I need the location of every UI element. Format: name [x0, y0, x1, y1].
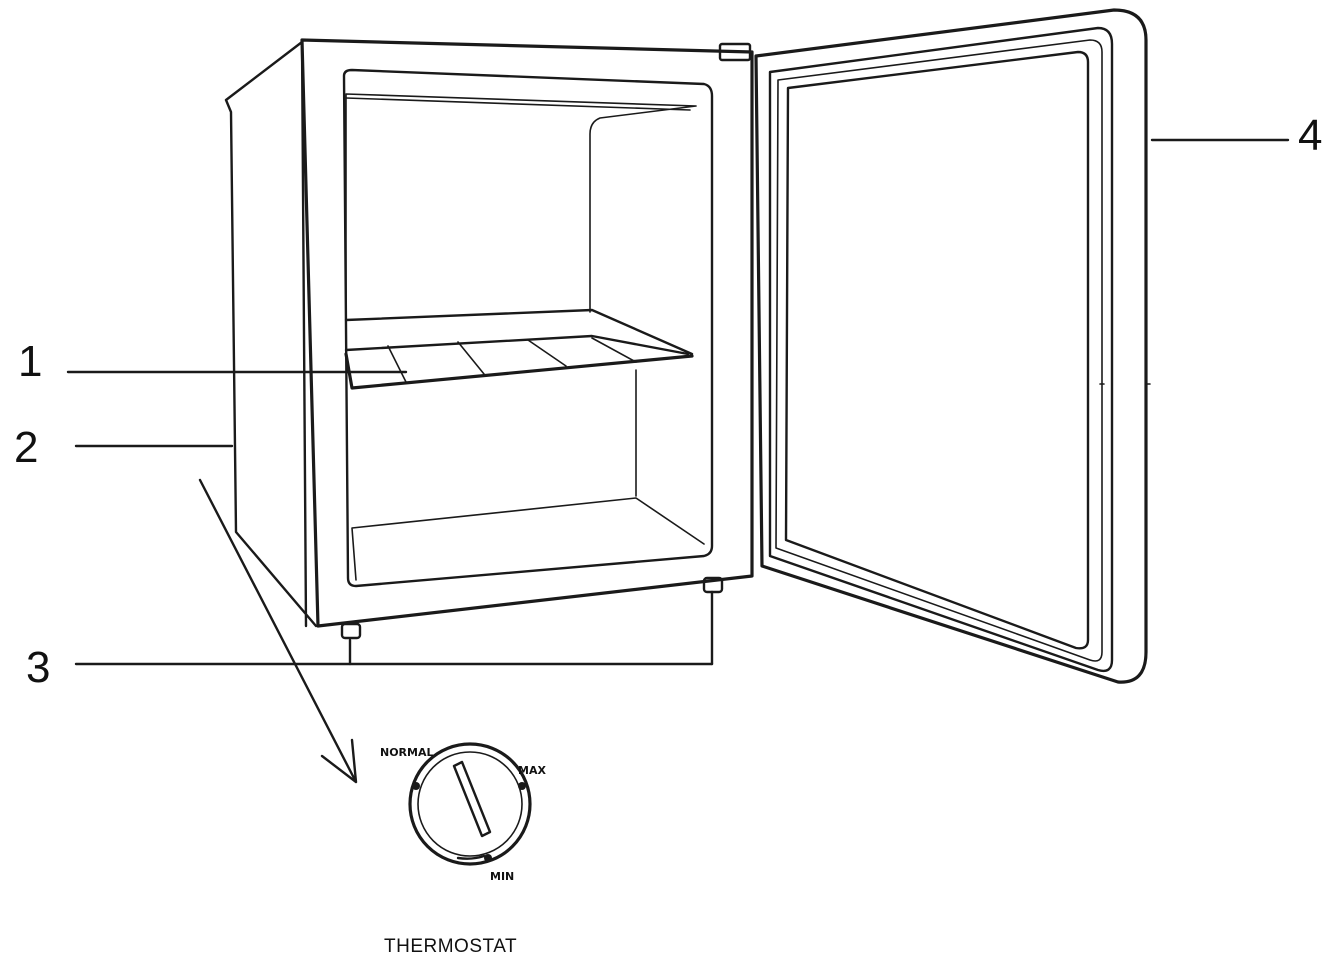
- shelf-wires: [387, 337, 637, 383]
- dial-label-max: MAX: [518, 764, 546, 777]
- dial-bottom-arc: [456, 854, 486, 860]
- door-gasket-outer: [768, 26, 1114, 673]
- cabinet-front-frame: [300, 38, 754, 628]
- cabinet-interior-back: [345, 93, 697, 321]
- dial-dot-max: [518, 782, 526, 790]
- callout-2: 2: [14, 423, 38, 472]
- door-hinge-top: [718, 42, 752, 62]
- leveling-feet: [340, 576, 724, 666]
- door-outer-frame: [754, 8, 1148, 684]
- dial-outer-ring: [408, 742, 532, 866]
- shelf-rail: [344, 334, 690, 356]
- dial-dot-min: [484, 854, 492, 862]
- dial-label-min: MIN: [490, 870, 514, 883]
- callout-numbers: 1 2 3 4: [14, 111, 1322, 692]
- shelf-back-edge: [344, 308, 694, 356]
- callout-1: 1: [18, 337, 42, 386]
- foot-left: [340, 622, 362, 640]
- dial-pointer: [452, 760, 492, 838]
- door-gasket-mid: [775, 39, 1103, 662]
- callout-4: 4: [1298, 111, 1322, 160]
- thermostat-dial: NORMAL MAX MIN: [380, 742, 546, 883]
- cabinet-interior-back-top: [345, 97, 691, 111]
- wire-shelf: [344, 308, 694, 390]
- cabinet-side-panel: [224, 40, 318, 628]
- callout-3: 3: [26, 643, 50, 692]
- cabinet-interior-floor: [351, 497, 705, 581]
- leader-lines: [66, 138, 1290, 784]
- thermostat-arrow: [198, 478, 358, 784]
- dial-label-normal: NORMAL: [380, 746, 434, 759]
- dial-face: [417, 751, 523, 857]
- glass-door: [754, 8, 1151, 684]
- shelf-front-edge: [344, 352, 694, 390]
- cabinet: [224, 38, 754, 628]
- door-glass-pane: [784, 50, 1090, 650]
- foot-leader-lines: [348, 590, 714, 666]
- thermostat-caption: THERMOSTAT: [384, 936, 517, 957]
- dial-dot-normal: [412, 782, 420, 790]
- cabinet-opening: [342, 68, 714, 588]
